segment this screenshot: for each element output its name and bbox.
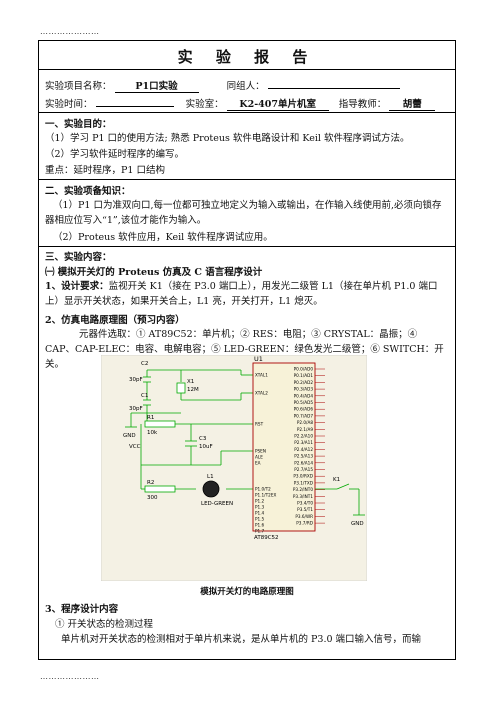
chip-pin-right: P2.2/A10 xyxy=(294,434,313,439)
r1-ref: R1 xyxy=(147,415,154,421)
footer-dots: ………………… xyxy=(40,672,100,681)
chip-pin-right: P2.0/A8 xyxy=(297,420,313,425)
room-value: K2-407单片机室 xyxy=(226,96,329,111)
partner-label: 同组人： xyxy=(226,81,265,92)
teacher-value: 胡蕾 xyxy=(389,96,436,111)
chip-pin-right: P2.1/A9 xyxy=(297,427,313,432)
chip-pin-right: P3.4/T0 xyxy=(297,501,313,506)
chip-pin-left: P1.6 xyxy=(255,523,265,528)
s3-requirement: 1、设计要求：监视开关 K1（接在 P3.0 端口上），用发光二级管 L1（接在… xyxy=(45,279,449,309)
k1-ref: K1 xyxy=(333,477,340,483)
chip-pin-right: P0.6/AD6 xyxy=(294,407,314,412)
time-value xyxy=(95,106,174,107)
chip-name: AT89C52 xyxy=(254,535,279,541)
chip-pin-left: P1.2 xyxy=(255,499,265,504)
c2-ref: C2 xyxy=(141,361,148,367)
x1-val: 12M xyxy=(187,387,199,393)
chip-pin-left: P1.0/T2 xyxy=(255,487,271,492)
s2-p2: （2）Proteus 软件应用，Keil 软件程序调试应用。 xyxy=(53,232,273,243)
chip-pin-left: XTAL1 xyxy=(255,373,268,378)
chip-pin-left: XTAL2 xyxy=(255,391,268,396)
chip-pin-left: RST xyxy=(255,422,264,427)
chip-pin-left: P1.1/T2EX xyxy=(255,493,276,498)
c1-ref: C1 xyxy=(141,393,148,399)
s3-components: 元器件选取：① AT89C52：单片机；② RES：电阻；③ CRYSTAL：晶… xyxy=(45,329,444,370)
c3-ref: C3 xyxy=(199,436,207,442)
teacher-label: 指导教师： xyxy=(338,99,387,110)
time-label: 实验时间： xyxy=(45,99,93,110)
chip-pin-left: P1.7 xyxy=(255,529,265,534)
chip-pin-right: P0.2/AD2 xyxy=(294,380,314,385)
c1-val: 30pF xyxy=(129,406,143,412)
chip-pin-right: P0.4/AD4 xyxy=(294,393,314,398)
chip-pin-right: P3.2/INT0 xyxy=(293,487,314,492)
vcc-label: VCC xyxy=(129,444,141,450)
project-value: P1口实验 xyxy=(114,78,199,93)
header-dots: ………………… xyxy=(40,27,100,36)
x1-ref: X1 xyxy=(187,379,194,385)
s1-p1: （1）学习 P1 口的使用方法; 熟悉 Proteus 软件电路设计和 Keil… xyxy=(45,133,410,144)
project-label: 实验项目名称： xyxy=(45,81,112,92)
section-3-title: 三、实验内容： xyxy=(45,252,112,263)
section-2-title: 二、实验项备知识： xyxy=(45,186,131,197)
chip-pin-right: P3.5/T1 xyxy=(297,507,313,512)
l1-ref: L1 xyxy=(207,474,214,480)
chip-ref: U1 xyxy=(254,355,263,363)
s3-sub2: 2、仿真电路原理图（预习内容） xyxy=(45,315,185,326)
s3-item1: ① 开关状态的检测过程 xyxy=(55,619,154,630)
chip-pin-right: P2.5/A13 xyxy=(294,454,313,459)
section-1-title: 一、实验目的： xyxy=(45,119,112,130)
chip-pin-right: P3.3/INT1 xyxy=(293,494,314,499)
room-label: 实验室： xyxy=(185,99,224,110)
c2-val: 30pF xyxy=(129,377,143,383)
chip-pin-right: P0.0/AD0 xyxy=(294,367,314,372)
chip-pin-left: P1.5 xyxy=(255,517,265,522)
chip-pin-left: ALE xyxy=(255,455,263,460)
chip-pin-right: P2.6/A14 xyxy=(294,460,313,465)
s3-sub3: 3、程序设计内容 xyxy=(45,604,119,615)
chip-pin-right: P0.7/AD7 xyxy=(294,413,314,418)
chip-pin-right: P0.3/AD3 xyxy=(294,387,314,392)
chip-pin-left: EA xyxy=(255,461,261,466)
schematic-caption: 模拟开关灯的电路原理图 xyxy=(200,587,294,597)
info-row-1: 实验项目名称： P1口实验 同组人： xyxy=(45,78,400,93)
r2-val: 300 xyxy=(147,495,158,501)
chip-pin-right: P2.7/A15 xyxy=(294,467,313,472)
chip-pin-right: P3.6/WR xyxy=(295,514,313,519)
chip-pin-right: P0.5/AD5 xyxy=(294,400,314,405)
s3-req-label: 1、设计要求： xyxy=(45,281,109,292)
c3-val: 10uF xyxy=(199,444,213,450)
r2-ref: R2 xyxy=(147,480,154,486)
info-row-2: 实验时间： 实验室： K2-407单片机室 指导教师： 胡蕾 xyxy=(45,96,436,111)
l1-val: LED-GREEN xyxy=(201,501,233,507)
s3-last: 单片机对开关状态的检测相对于单片机来说，是从单片机的 P3.0 端口输入信号，而… xyxy=(61,634,422,645)
r1-val: 10k xyxy=(147,430,158,436)
chip-pin-left: PSEN xyxy=(255,449,266,454)
report-title: 实 验 报 告 xyxy=(177,48,317,66)
chip-pin-left: P1.3 xyxy=(255,505,265,510)
chip-pin-left: P1.4 xyxy=(255,511,265,516)
report-frame: 实 验 报 告 实验项目名称： P1口实验 同组人： 实验时间： 实验室： K2… xyxy=(38,40,456,660)
chip-pin-right: P3.0/RXD xyxy=(293,474,313,479)
gnd-left: GND xyxy=(123,433,136,439)
s3-req-text: 监视开关 K1（接在 P3.0 端口上），用发光二级管 L1（接在单片机 P1.… xyxy=(45,281,438,307)
chip-pin-right: P3.1/TXD xyxy=(294,480,313,485)
circuit-schematic: C2 30pF C1 30pF X1 12M GND R1 10k VCC C3… xyxy=(101,355,367,581)
partner-value xyxy=(267,88,400,89)
s3-sub1: ㈠ 模拟开关灯的 Proteus 仿真及 C 语言程序设计 xyxy=(45,267,263,278)
chip-pin-right: P2.3/A11 xyxy=(294,440,313,445)
chip-pin-right: P0.1/AD1 xyxy=(294,373,314,378)
chip-pin-right: P2.4/A12 xyxy=(294,447,313,452)
s2-p1: （1）P1 口为准双向口,每一位都可独立地定义为输入或输出，在作输入线使用前,必… xyxy=(45,200,442,226)
gnd-right: GND xyxy=(351,521,364,527)
s1-p2: （2）学习软件延时程序的编写。 xyxy=(45,149,185,160)
chip-pin-right: P3.7/RD xyxy=(296,521,313,526)
s1-p3: 重点：延时程序，P1 口结构 xyxy=(45,165,165,176)
